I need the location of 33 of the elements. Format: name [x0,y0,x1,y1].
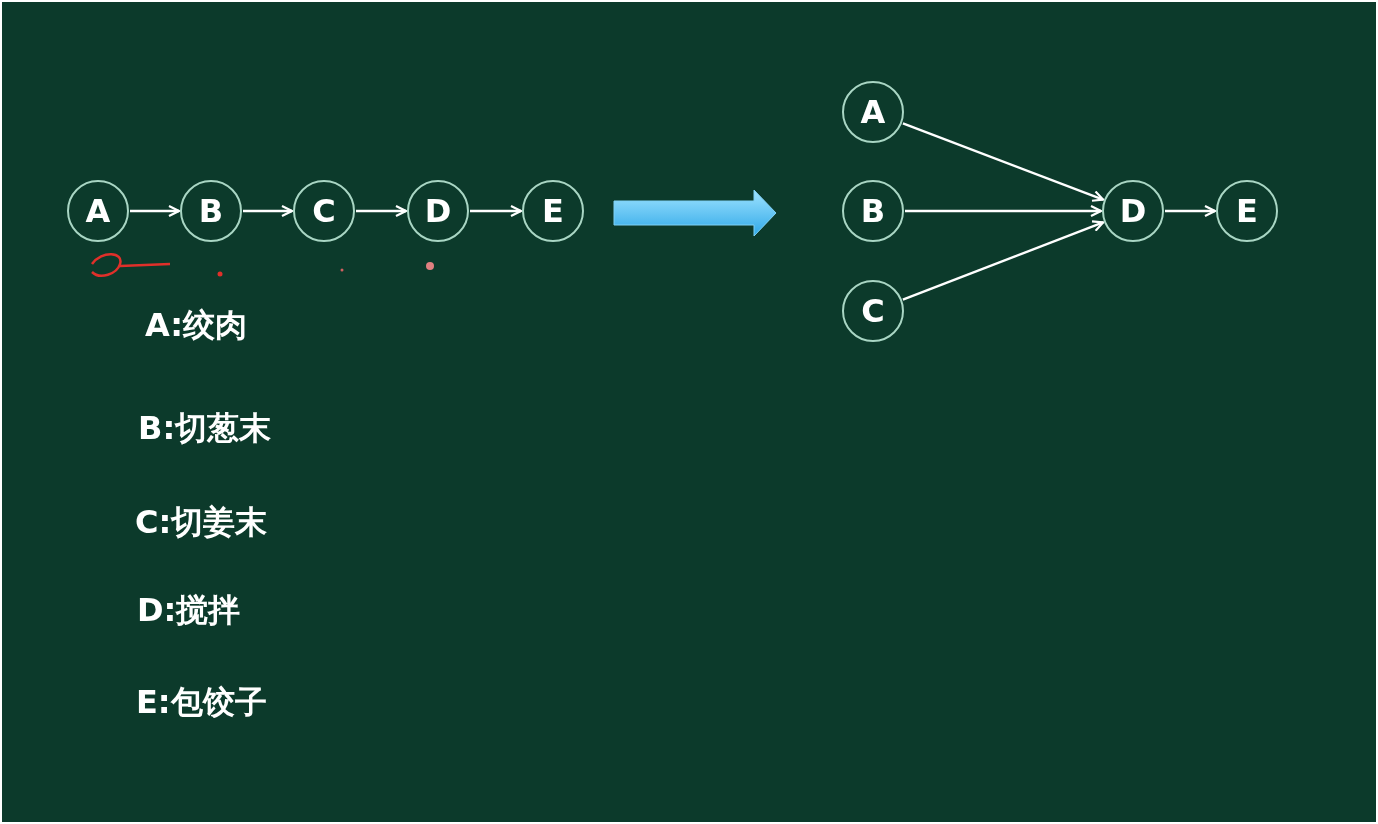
legend-text: C:切姜末 [135,502,268,543]
node-circle [842,180,904,242]
node-circle [842,81,904,143]
node-label: E [1236,192,1258,230]
node-circle [842,280,904,342]
arrow [905,204,1103,218]
node-label: C [861,292,885,330]
node-circle [1216,180,1278,242]
legend-text: A:绞肉 [145,305,248,346]
node-circle [293,180,355,242]
node-circle [67,180,129,242]
node-circle [180,180,242,242]
arrow [1165,204,1217,218]
node-label: C [312,192,336,230]
node-circle [407,180,469,242]
arrow [243,204,294,218]
arrow [356,204,408,218]
node-label: B [198,192,224,230]
node-circle [522,180,584,242]
legend-text: E:包饺子 [136,682,267,723]
node-label: A [860,93,886,131]
legend-text: D:搅拌 [137,590,241,631]
arrow [902,220,1105,301]
arrow [130,204,181,218]
legend-text: B:切葱末 [138,408,272,449]
node-label: D [424,192,452,230]
arrow [470,204,523,218]
node-circle [1102,180,1164,242]
node-label: B [860,192,886,230]
node-label: E [542,192,564,230]
node-label: D [1119,192,1147,230]
arrow [902,122,1105,202]
node-label: A [85,192,111,230]
